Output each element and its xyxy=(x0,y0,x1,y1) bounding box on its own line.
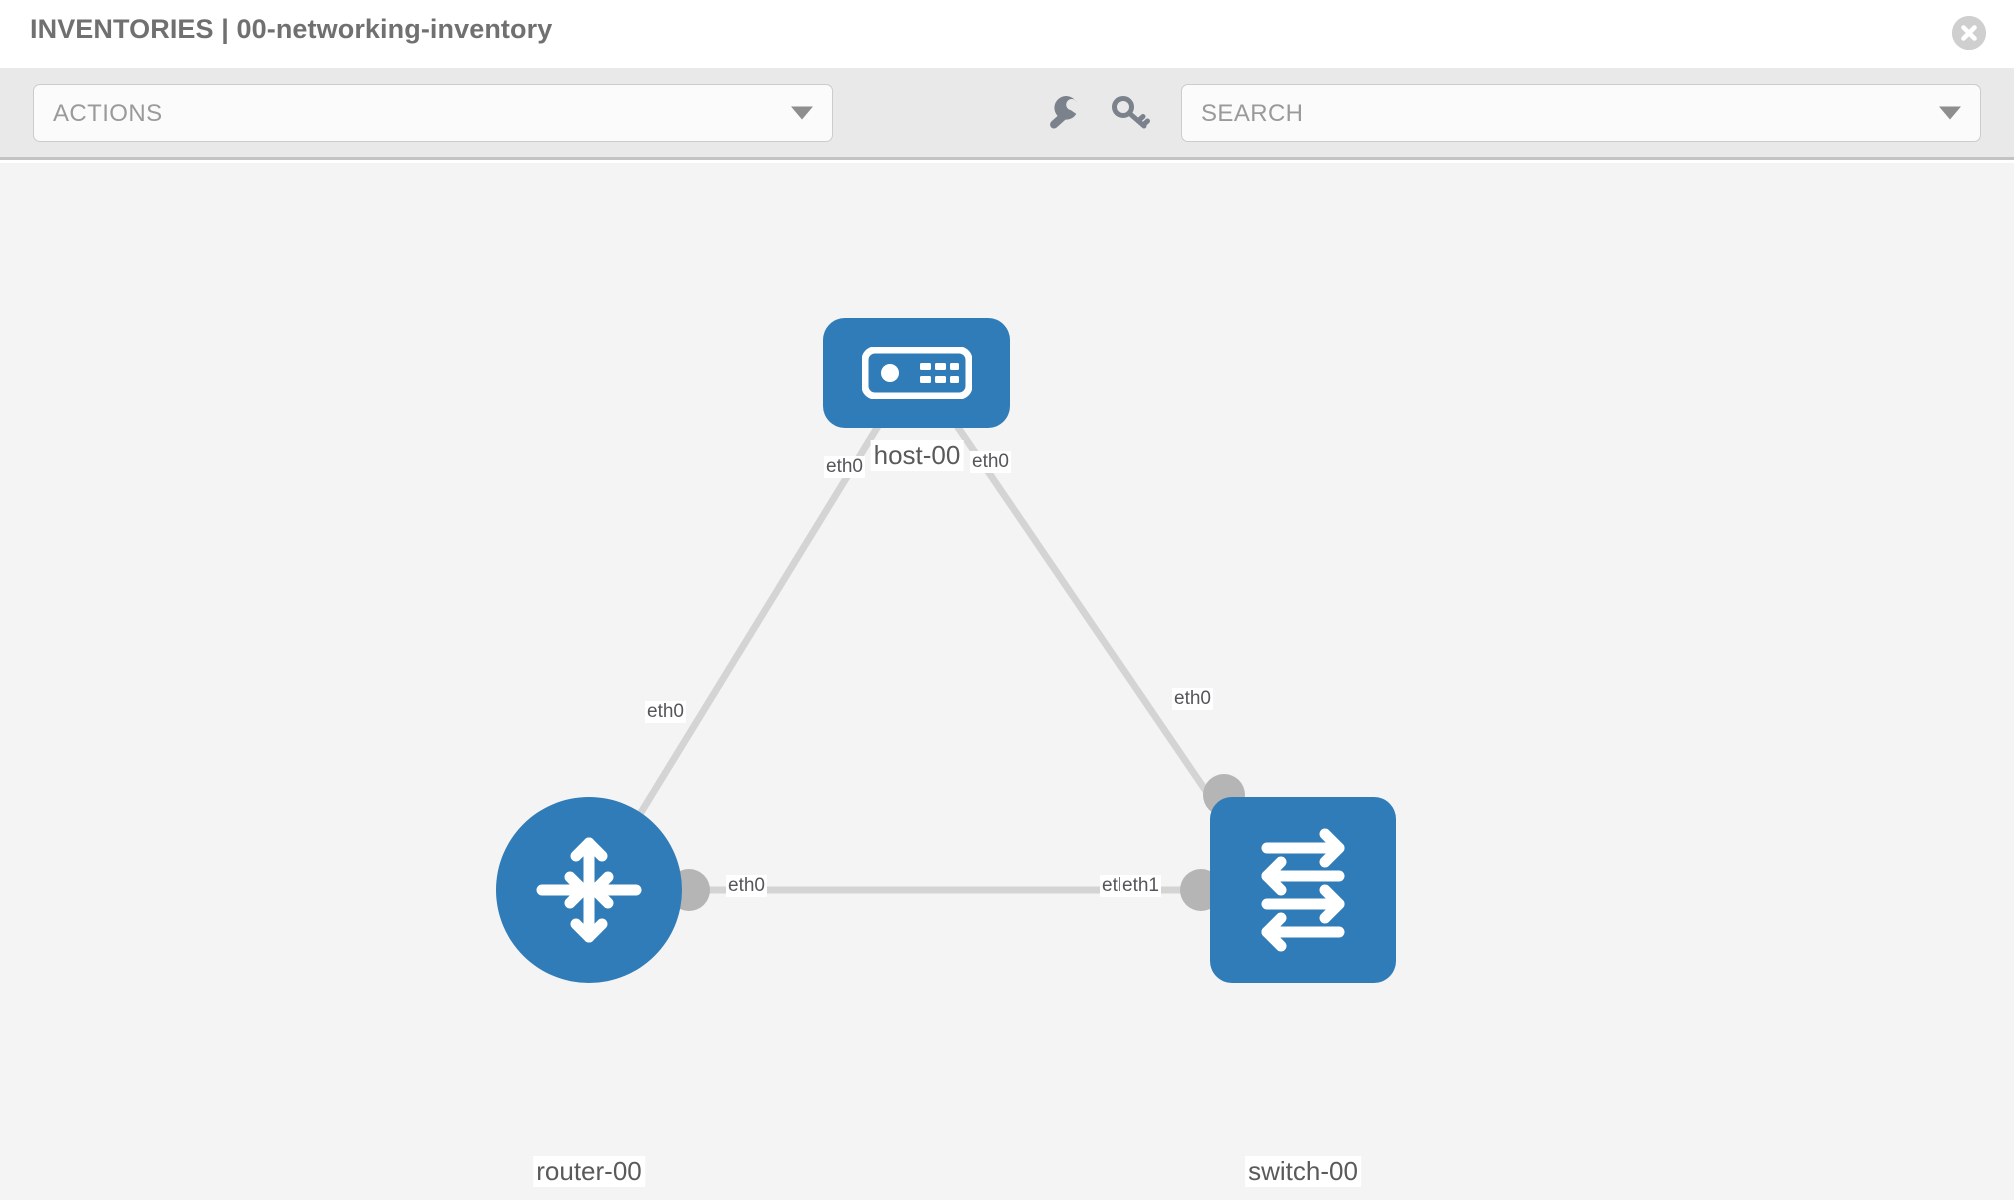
edge-host-router xyxy=(606,419,884,867)
actions-dropdown[interactable]: ACTIONS xyxy=(33,84,833,142)
node-router-00[interactable] xyxy=(496,797,682,983)
topology-canvas[interactable]: host-00 router-00 xyxy=(0,163,2014,1200)
search-placeholder: SEARCH xyxy=(1201,100,1304,127)
page-header: INVENTORIES | 00-networking-inventory xyxy=(0,0,2014,68)
chevron-down-icon[interactable] xyxy=(1939,106,1961,120)
node-host-00[interactable] xyxy=(823,318,1010,428)
edge-label-router-upper: eth0 xyxy=(645,701,686,723)
edge-label-host-left: eth0 xyxy=(824,456,865,478)
edge-label-switch-upper: eth0 xyxy=(1172,688,1213,710)
server-icon xyxy=(861,347,972,399)
edge-label-switch-left: eth1 xyxy=(1120,875,1161,897)
node-label-switch-00: switch-00 xyxy=(1245,1156,1361,1187)
actions-dropdown-label: ACTIONS xyxy=(53,100,163,127)
topology-edges xyxy=(606,419,1259,894)
wrench-icon[interactable] xyxy=(1040,90,1086,136)
switch-arrows-icon xyxy=(1261,828,1345,952)
page-title: INVENTORIES | 00-networking-inventory xyxy=(30,14,553,44)
router-arrows-icon xyxy=(536,837,642,943)
chevron-down-icon xyxy=(791,106,813,120)
node-label-host-00: host-00 xyxy=(870,440,964,471)
edge-label-router-right: eth0 xyxy=(726,875,767,897)
close-icon[interactable] xyxy=(1952,16,1986,50)
key-icon[interactable] xyxy=(1108,90,1154,136)
edge-label-host-right: eth0 xyxy=(970,451,1011,473)
node-label-router-00: router-00 xyxy=(533,1156,645,1187)
node-switch-00[interactable] xyxy=(1210,797,1396,983)
toolbar: ACTIONS SEARCH xyxy=(0,68,2014,160)
search-input[interactable]: SEARCH xyxy=(1181,84,1981,142)
